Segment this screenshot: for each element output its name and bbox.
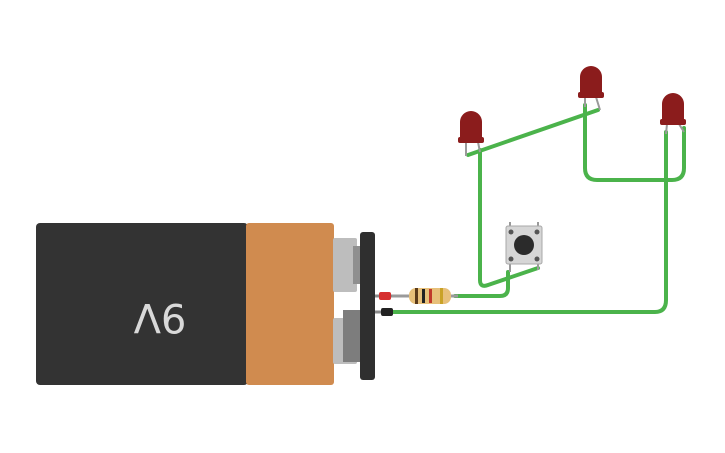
- resistor-band-3: [429, 289, 432, 303]
- battery-terminal-top-cap: [353, 246, 363, 284]
- wire-button-to-left-led[interactable]: [478, 148, 540, 288]
- battery-terminal-top: [333, 238, 357, 292]
- pushbutton-cap: [514, 235, 534, 255]
- battery-terminal-bottom-cap: [343, 310, 363, 362]
- battery-body: [36, 223, 248, 385]
- pushbutton-screw: [508, 256, 514, 262]
- led-left-cathode: [477, 141, 481, 153]
- resistor[interactable]: [392, 288, 458, 304]
- battery-9v[interactable]: 9V: [36, 223, 375, 385]
- battery-band: [246, 223, 334, 385]
- led-right-rim: [660, 119, 686, 125]
- wire-left-led-to-middle-led[interactable]: [466, 108, 600, 157]
- pushbutton-screw: [508, 229, 514, 235]
- resistor-band-4: [440, 288, 443, 304]
- positive-lead-tip: [379, 292, 391, 300]
- resistor-band-1: [415, 288, 418, 304]
- led-right-cathode: [678, 123, 685, 133]
- battery-snap-connector: [360, 232, 375, 380]
- led-left[interactable]: [458, 111, 484, 156]
- battery-leads: [375, 292, 393, 316]
- resistor-band-2: [422, 289, 425, 303]
- wire-negative-to-right-led[interactable]: [386, 130, 668, 314]
- led-right-dome: [662, 93, 684, 122]
- led-left-dome: [460, 111, 482, 140]
- wire-middle-led-to-right-led[interactable]: [583, 103, 686, 182]
- wire-resistor-to-button[interactable]: [453, 270, 510, 298]
- negative-lead-tip: [381, 308, 393, 316]
- led-middle-rim: [578, 92, 604, 98]
- led-left-rim: [458, 137, 484, 143]
- pushbutton[interactable]: [505, 222, 543, 272]
- pushbutton-screw: [534, 229, 540, 235]
- led-middle[interactable]: [578, 66, 604, 111]
- led-middle-dome: [580, 66, 602, 95]
- led-right-anode: [665, 123, 668, 135]
- led-right[interactable]: [660, 93, 686, 135]
- led-middle-cathode: [595, 96, 601, 111]
- battery-label: 9V: [133, 294, 186, 340]
- wires: [386, 103, 686, 314]
- pushbutton-screw: [534, 256, 540, 262]
